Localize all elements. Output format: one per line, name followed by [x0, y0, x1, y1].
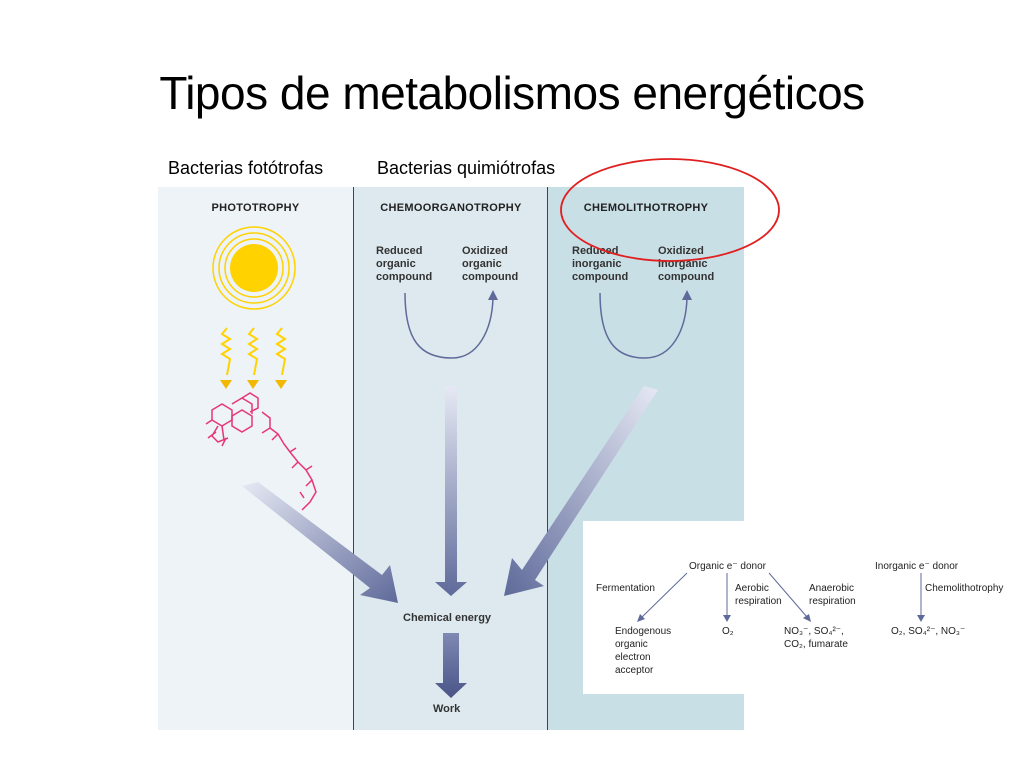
- inorganic-donor-label: Inorganic e⁻ donor: [875, 561, 959, 572]
- o2-label: O₂: [722, 626, 734, 637]
- inorganic-acceptors-label: O₂, SO₄²⁻, NO₃⁻: [891, 626, 966, 637]
- anaerobic-label: Anaerobic respiration: [809, 583, 856, 607]
- column-chemoorganotrophy: CHEMOORGANOTROPHY Reduced organic compou…: [353, 187, 548, 730]
- organic-donor-label: Organic e⁻ donor: [689, 561, 766, 572]
- endogenous-label: Endogenous organic electron acceptor: [615, 626, 672, 676]
- chemical-energy-label: Chemical energy: [403, 612, 492, 624]
- anaerobic-acceptors-label: NO₃⁻, SO₄²⁻, CO₂, fumarate: [784, 626, 848, 650]
- fermentation-label: Fermentation: [596, 583, 655, 594]
- column-head-chemolithotrophy: CHEMOLITHOTROPHY: [583, 202, 709, 214]
- column-head-phototrophy: PHOTOTROPHY: [211, 202, 300, 214]
- reduced-organic-label: Reduced organic compound: [376, 245, 433, 283]
- column-head-chemoorganotrophy: CHEMOORGANOTROPHY: [380, 202, 522, 214]
- category-chemotrophs: Bacterias quimiótrofas: [377, 158, 556, 178]
- aerobic-label: Aerobic respiration: [735, 583, 782, 607]
- category-phototrophs: Bacterias fotótrofas: [168, 158, 324, 178]
- work-label: Work: [433, 703, 461, 715]
- electron-donor-inset: Organic e⁻ donor Inorganic e⁻ donor Ferm…: [583, 521, 1023, 694]
- inset-arrows: [637, 572, 925, 622]
- chemolithotrophy-label: Chemolithotrophy: [925, 583, 1004, 594]
- reduced-inorganic-label: Reduced inorganic compound: [572, 245, 629, 283]
- oxidized-organic-label: Oxidized organic compound: [462, 245, 519, 283]
- oxidized-inorganic-label: Oxidized inorganic compound: [658, 245, 715, 283]
- slide-title: Tipos de metabolismos energéticos: [159, 67, 865, 119]
- column-phototrophy: PHOTOTROPHY: [158, 187, 353, 730]
